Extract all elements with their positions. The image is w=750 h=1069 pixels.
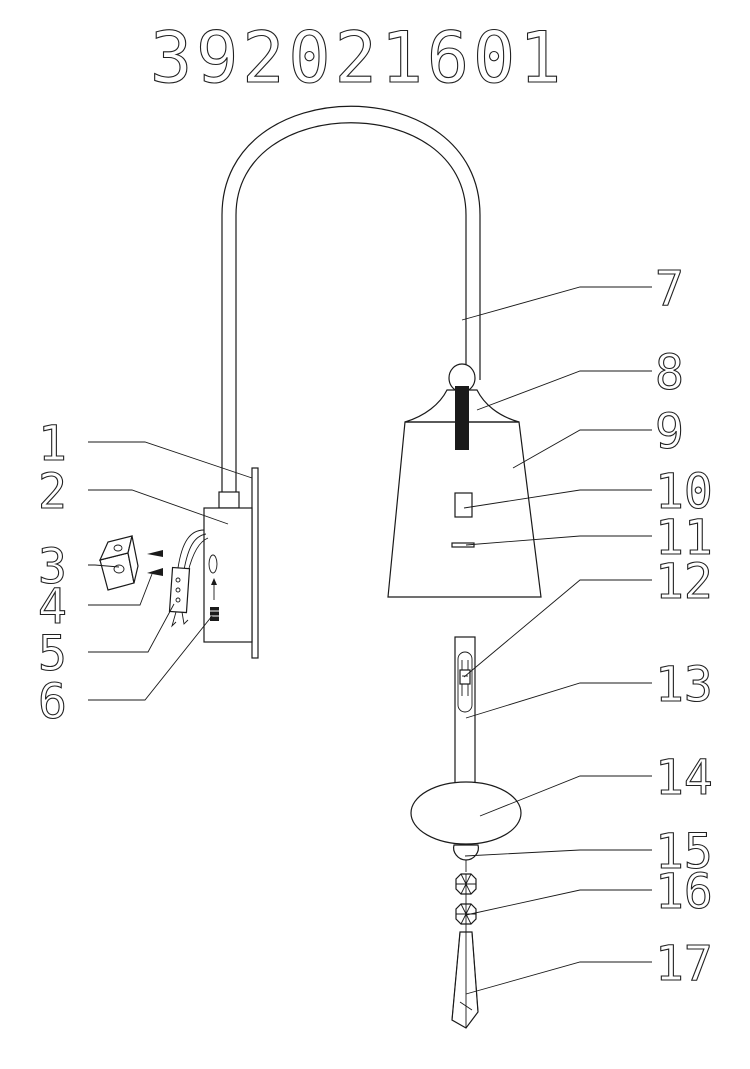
callout-11: 11 xyxy=(655,510,713,566)
hanging-rod xyxy=(454,636,476,790)
callout-2: 2 xyxy=(38,464,67,520)
model-number: 392021601 xyxy=(150,17,565,99)
wires-terminal-block xyxy=(168,529,209,628)
hook-cap xyxy=(453,844,479,872)
arched-arm xyxy=(221,105,481,492)
callout-6: 6 xyxy=(38,674,67,730)
screws xyxy=(147,550,163,576)
prism-pendant xyxy=(451,931,479,1029)
leader-lines xyxy=(88,286,652,995)
junction-box xyxy=(203,491,253,643)
callout-7: 7 xyxy=(655,261,684,317)
callout-9: 9 xyxy=(655,404,684,460)
callout-15: 15 xyxy=(655,824,713,880)
callout-5: 5 xyxy=(38,626,67,682)
callout-3: 3 xyxy=(38,539,67,595)
callout-16: 16 xyxy=(655,864,713,920)
oval-glass xyxy=(410,781,522,845)
callout-10: 10 xyxy=(655,464,713,520)
socket xyxy=(454,492,473,518)
lamp-shade xyxy=(387,386,542,598)
callout-14: 14 xyxy=(655,750,713,806)
wall-plate xyxy=(251,467,259,659)
callout-17: 17 xyxy=(655,936,713,992)
octagon-crystals xyxy=(455,873,477,932)
callout-13: 13 xyxy=(655,657,713,713)
callout-labels: 1 2 3 4 5 6 7 8 9 10 11 12 13 14 15 16 1… xyxy=(37,260,713,992)
mounting-bracket xyxy=(98,535,139,591)
callout-1: 1 xyxy=(38,416,67,472)
callout-4: 4 xyxy=(38,579,67,635)
callout-12: 12 xyxy=(655,554,713,610)
bulb-clip xyxy=(451,542,475,548)
callout-8: 8 xyxy=(655,345,684,401)
rod-clip xyxy=(459,660,471,696)
